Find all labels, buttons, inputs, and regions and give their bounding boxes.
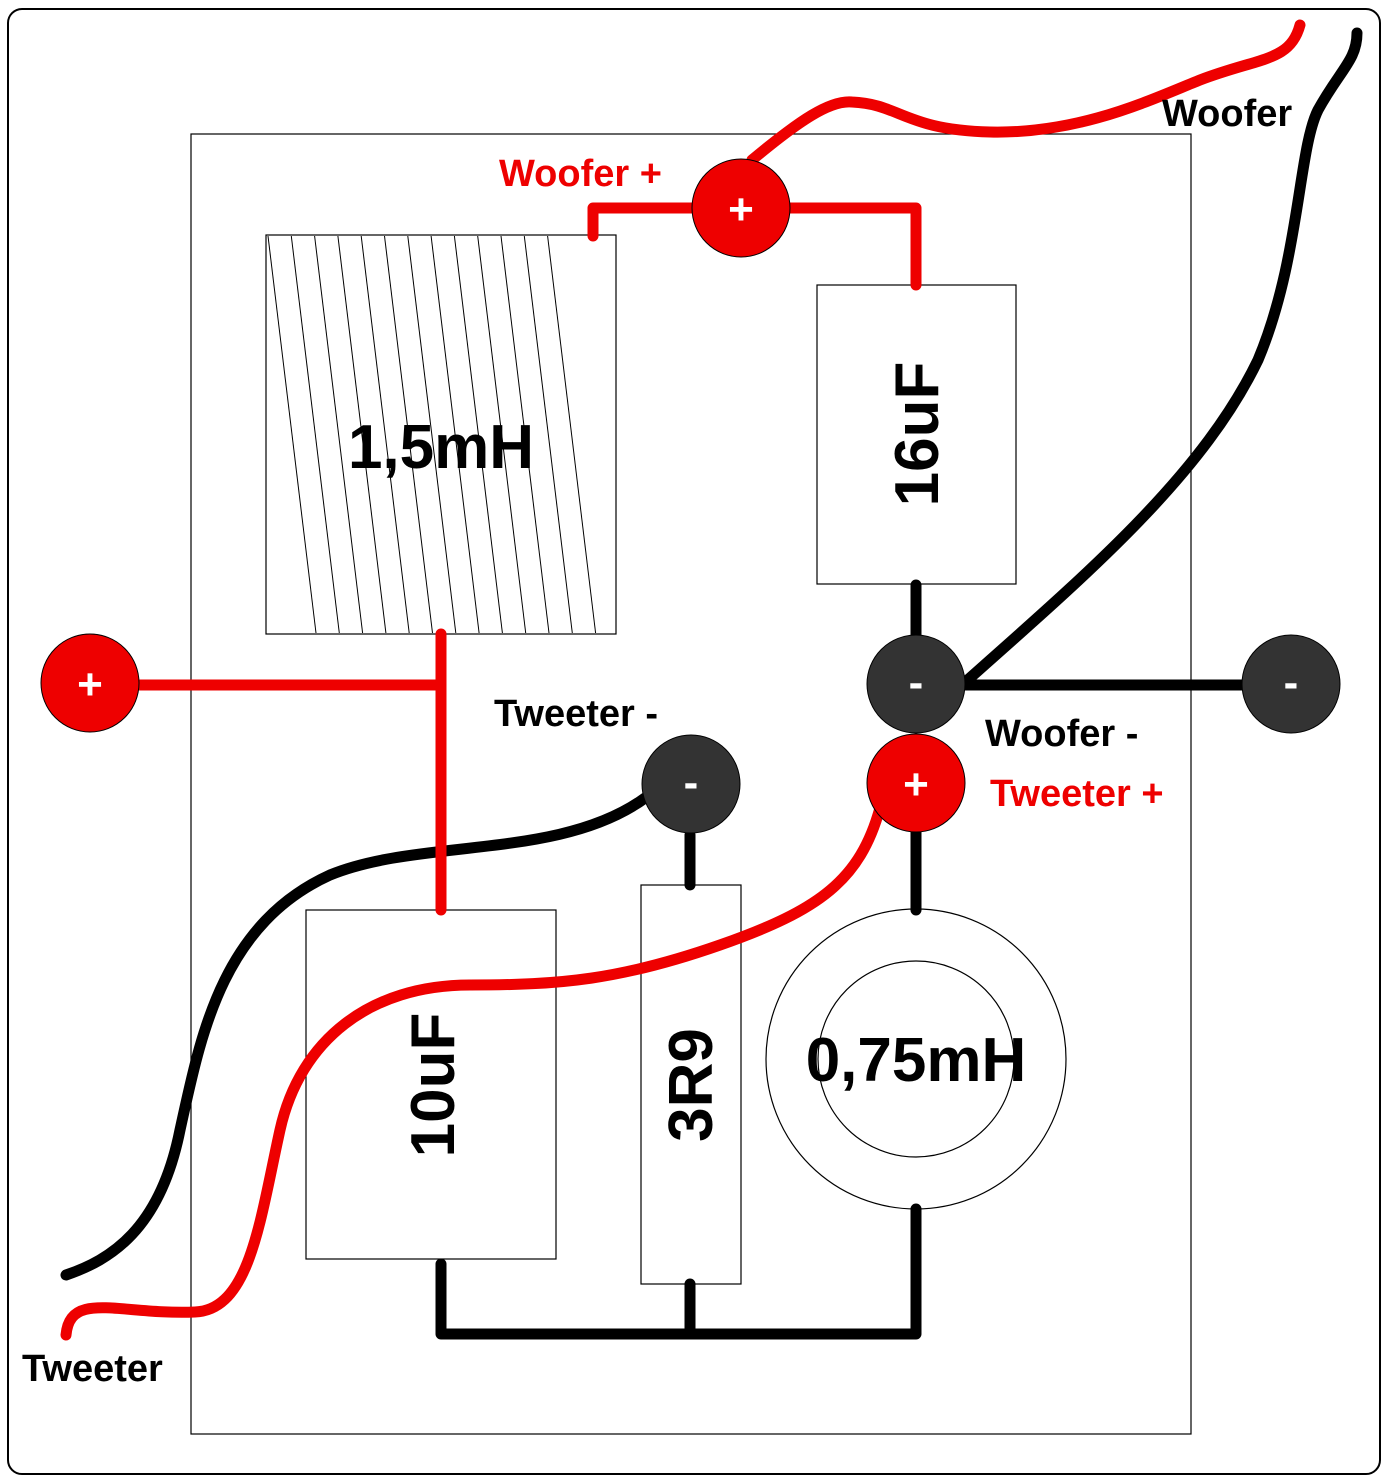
negative-terminal-icon [1241, 634, 1341, 734]
coil-winding-line [523, 235, 573, 634]
wire-woofer-plus-lead [746, 19, 1306, 166]
coil-winding-line [290, 235, 340, 634]
terminals: + + - - - + [40, 158, 1341, 834]
woofer-plus-label: Woofer + [499, 153, 662, 195]
wire-tweeter-plus-lead [60, 802, 886, 1341]
tweeter-plus-label: Tweeter + [990, 773, 1164, 815]
tweeter-bottom-label: Tweeter [22, 1348, 163, 1390]
woofer-top-label: Woofer [1162, 93, 1292, 135]
tweeter-minus-label: Tweeter - [494, 693, 658, 735]
capacitor-10uf: 10uF [305, 909, 557, 1260]
wire-tweeter-minus-lead [60, 792, 651, 1281]
woofer-minus-label: Woofer - [985, 713, 1138, 755]
inductor-1-5mh: 1,5mH [265, 234, 617, 635]
input-minus-symbol: - [1284, 658, 1299, 707]
coil-windings [267, 235, 597, 634]
coil-winding-line [430, 235, 480, 634]
positive-terminal-icon [866, 733, 966, 833]
positive-terminal-icon [40, 633, 140, 733]
coil-winding-line [267, 235, 317, 634]
woofer-minus-terminal[interactable]: - [866, 634, 966, 734]
woofer-plus-symbol: + [728, 185, 754, 234]
negative-terminal-icon [641, 734, 741, 834]
coil-winding-line [314, 235, 364, 634]
tweeter-plus-symbol: + [903, 760, 929, 809]
inductor-0-75mh-label: 0,75mH [806, 1026, 1027, 1095]
positive-terminal-icon [691, 158, 791, 258]
wire-ground-bus [435, 1203, 922, 1340]
coil-winding-line [453, 235, 503, 634]
resistor-3r9-label: 3R9 [657, 1028, 726, 1142]
input-plus-symbol: + [77, 660, 103, 709]
woofer-plus-terminal[interactable]: + [691, 158, 791, 258]
coil-winding-line [360, 235, 410, 634]
capacitor-10uf-label: 10uF [399, 1013, 468, 1158]
inductor-1-5mh-label: 1,5mH [348, 413, 534, 482]
tweeter-minus-terminal[interactable]: - [641, 734, 741, 834]
coil-winding-line [500, 235, 550, 634]
woofer-minus-symbol: - [909, 658, 924, 707]
coil-winding-line [384, 235, 433, 634]
input-plus-terminal[interactable]: + [40, 633, 140, 733]
tweeter-minus-symbol: - [684, 758, 699, 807]
inductor-0-75mh: 0,75mH [765, 908, 1067, 1210]
circuit-board [190, 133, 1192, 1435]
negative-wiring [60, 27, 1363, 1340]
capacitor-16uf-label: 16uF [883, 362, 952, 507]
coil-winding-line [547, 235, 597, 634]
coil-winding-line [337, 235, 387, 634]
tweeter-plus-terminal[interactable]: + [866, 733, 966, 833]
coil-winding-line [407, 235, 457, 634]
wire-woofer-minus-lead [939, 27, 1363, 706]
negative-terminal-icon [866, 634, 966, 734]
capacitor-16uf: 16uF [816, 284, 1017, 585]
input-minus-terminal[interactable]: - [1241, 634, 1341, 734]
coil-winding-line [477, 235, 527, 634]
